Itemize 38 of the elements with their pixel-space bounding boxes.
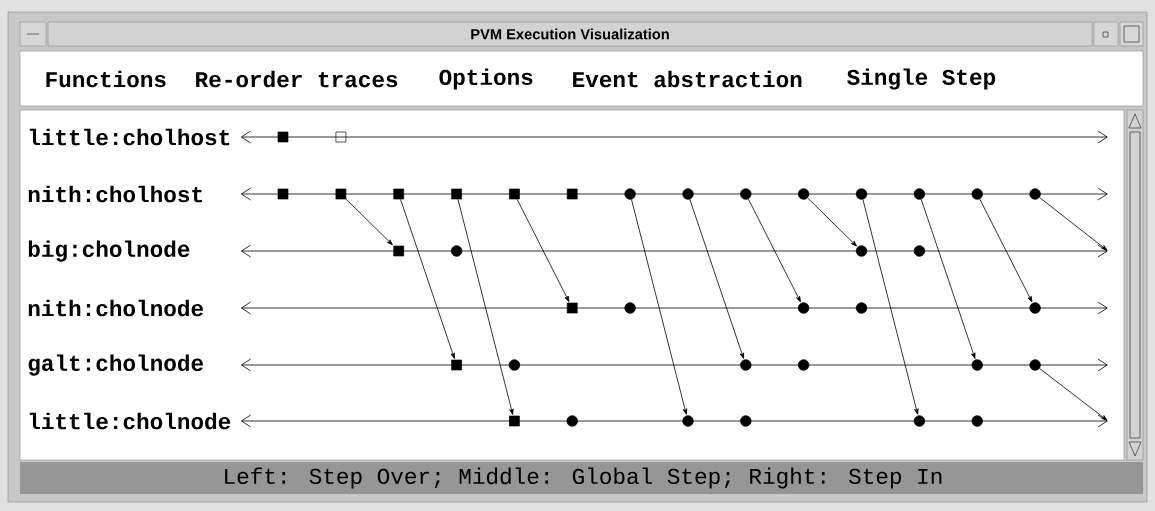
event-box	[335, 131, 347, 143]
status-bar: Left: Step Over; Middle: Global Step; Right: Step In	[20, 462, 1143, 494]
message-arrow	[400, 198, 455, 359]
menu-item: Re-order traces	[196, 70, 398, 88]
message-arrow	[1039, 368, 1108, 421]
event-square	[393, 188, 405, 200]
event-square	[277, 188, 289, 200]
trace-label: little:cholhost	[29, 128, 230, 146]
menu-item: Event abstraction	[573, 70, 802, 88]
message-arrow	[345, 198, 393, 246]
menu-item: Options	[439, 68, 533, 90]
message-arrow	[979, 198, 1033, 303]
title-bar: PVM Execution Visualization	[47, 21, 1093, 47]
message-arrow	[807, 197, 857, 247]
message-arrow	[631, 199, 688, 415]
message-arrow	[689, 198, 744, 359]
event-square	[451, 188, 462, 200]
menu-item: Single Step	[847, 68, 996, 90]
message-arrow	[457, 198, 514, 415]
trace-label: nith:cholnode	[28, 299, 203, 317]
event-square	[451, 359, 462, 371]
message-arrow	[862, 199, 919, 415]
event-square	[566, 188, 578, 200]
trace-label: little:cholnode	[29, 412, 231, 430]
menu-item: Functions	[46, 70, 166, 88]
message-arrow	[516, 198, 570, 302]
event-square	[393, 245, 405, 257]
event-square	[509, 188, 520, 200]
trace-label: nith:cholhost	[28, 185, 202, 203]
message-arrow	[920, 198, 976, 359]
message-arrow	[748, 198, 801, 303]
message-arrow	[1039, 197, 1108, 251]
event-square	[509, 415, 520, 427]
event-square	[335, 188, 347, 200]
event-square	[277, 131, 289, 143]
trace-label: galt:cholnode	[28, 354, 203, 376]
event-square	[566, 302, 578, 314]
trace-label: big:cholnode	[28, 240, 190, 262]
